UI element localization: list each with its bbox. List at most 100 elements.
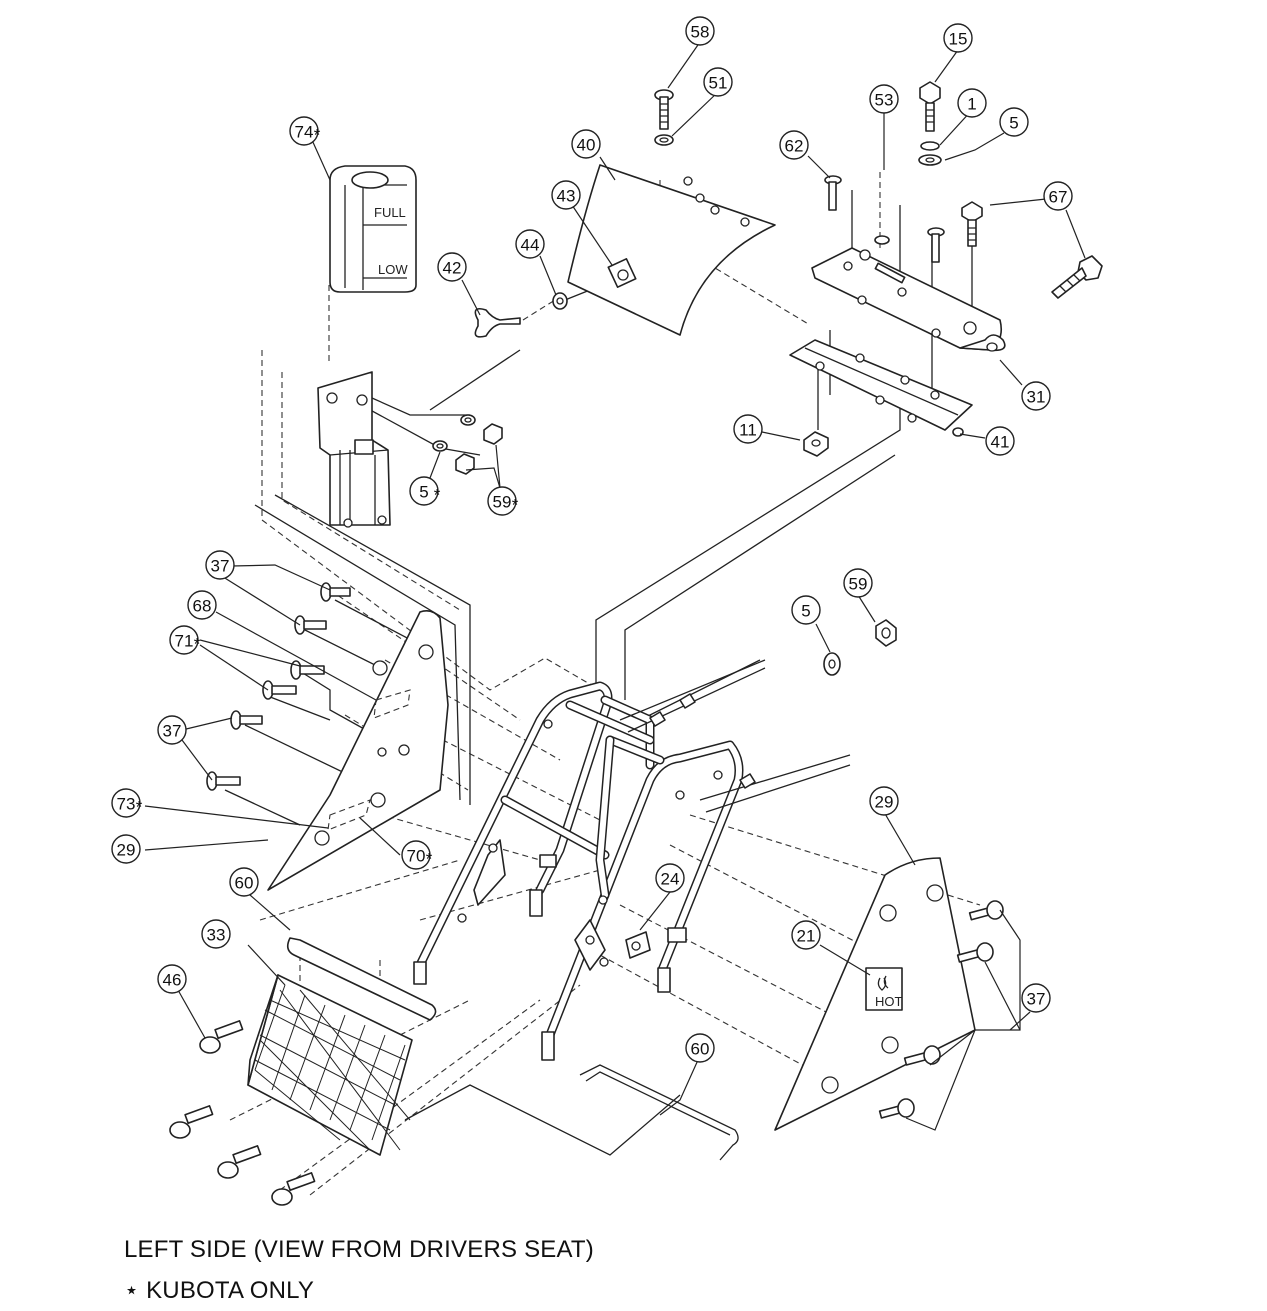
callout-circle — [111, 834, 141, 864]
callout-number: 21 — [797, 927, 816, 946]
callout-circle — [487, 486, 517, 516]
kubota-only-asterisk: * — [194, 635, 201, 654]
callout-circle — [157, 964, 187, 994]
callout-circle — [733, 414, 763, 444]
callout-number: 29 — [875, 793, 894, 812]
callout-number: 46 — [163, 971, 182, 990]
kubota-only-note: ⋆ KUBOTA ONLY — [124, 1277, 315, 1304]
callout-number: 37 — [211, 557, 230, 576]
callout-11: 11 — [733, 414, 763, 444]
callout-74: 74* — [289, 116, 321, 146]
callout-circle — [401, 840, 431, 870]
callout-circle — [869, 84, 899, 114]
callout-31: 31 — [1021, 381, 1051, 411]
callout-circle — [205, 550, 235, 580]
step-bolts — [169, 1020, 316, 1206]
callout-number: 59 — [493, 493, 512, 512]
right-panel-bolts — [878, 900, 1021, 1131]
callout-number: 60 — [691, 1040, 710, 1059]
callout-number: 51 — [709, 74, 728, 93]
callout-circle — [779, 130, 809, 160]
callout-29: 29 — [111, 834, 141, 864]
callout-58: 58 — [685, 16, 715, 46]
step-assembly — [247, 937, 437, 1156]
callout-circle — [999, 107, 1029, 137]
callout-number: 11 — [739, 421, 757, 440]
left-panel-bolts — [206, 582, 351, 791]
callout-number: 43 — [557, 187, 576, 206]
callout-circle — [1043, 181, 1073, 211]
callout-37: 37 — [157, 715, 187, 745]
callout-circle — [187, 590, 217, 620]
callout-circle — [1021, 381, 1051, 411]
right-side-panel: HOT — [774, 857, 976, 1131]
callout-number: 62 — [785, 137, 804, 156]
callout-circle — [791, 920, 821, 950]
callout-5: 5* — [409, 476, 441, 506]
callout-circle — [201, 919, 231, 949]
callout-53: 53 — [869, 84, 899, 114]
step-frame-assembly — [413, 659, 851, 1061]
callout-number: 24 — [661, 870, 680, 889]
callout-number: 5 — [801, 602, 810, 621]
callout-number: 59 — [849, 575, 868, 594]
callout-67: 67 — [1043, 181, 1073, 211]
view-caption: LEFT SIDE (VIEW FROM DRIVERS SEAT) — [124, 1236, 594, 1263]
callout-number: 31 — [1027, 388, 1046, 407]
kubota-only-asterisk: * — [512, 496, 519, 515]
callout-73: 73* — [111, 788, 143, 818]
kubota-only-asterisk: * — [314, 126, 321, 145]
callout-5: 5 — [791, 595, 821, 625]
callout-circle — [169, 625, 199, 655]
hex-nut-11 — [803, 431, 829, 457]
callout-circle — [515, 229, 545, 259]
bracket-hardware — [432, 414, 503, 475]
callout-42: 42 — [437, 252, 467, 282]
callout-number: 67 — [1049, 188, 1068, 207]
callout-circle — [703, 67, 733, 97]
callout-number: 5 — [1009, 114, 1018, 133]
callout-68: 68 — [187, 590, 217, 620]
callout-circle — [957, 88, 987, 118]
callout-number: 40 — [577, 136, 596, 155]
callout-59: 59* — [487, 486, 519, 516]
callout-51: 51 — [703, 67, 733, 97]
tank-mounting-bracket — [317, 371, 391, 528]
access-cover-panel — [567, 164, 776, 336]
callout-43: 43 — [551, 180, 581, 210]
callout-circle — [551, 180, 581, 210]
callout-24: 24 — [655, 863, 685, 893]
callout-number: 29 — [117, 841, 136, 860]
callout-number: 74 — [295, 123, 314, 142]
step-mesh — [254, 984, 411, 1151]
washer-and-nut-right — [823, 619, 897, 676]
callout-circle — [409, 476, 439, 506]
callout-circle — [437, 252, 467, 282]
callout-29: 29 — [869, 786, 899, 816]
callout-number: 53 — [875, 91, 894, 110]
callout-number: 68 — [193, 597, 212, 616]
hinge — [789, 339, 973, 437]
callout-62: 62 — [779, 130, 809, 160]
callout-44: 44 — [515, 229, 545, 259]
screw-and-washer — [654, 89, 674, 146]
callout-circle — [111, 788, 141, 818]
callout-circle — [157, 715, 187, 745]
callout-circle — [869, 786, 899, 816]
kubota-only-asterisk: * — [434, 486, 441, 505]
callout-37: 37 — [1021, 983, 1051, 1013]
callout-number: 5 — [419, 483, 428, 502]
callout-number: 58 — [691, 23, 710, 42]
callout-circle — [843, 568, 873, 598]
bent-rod — [579, 1064, 739, 1161]
callout-1: 1 — [957, 88, 987, 118]
callout-number: 42 — [443, 259, 462, 278]
callout-number: 44 — [521, 236, 540, 255]
clip-24 — [625, 931, 651, 959]
callout-number: 60 — [235, 874, 254, 893]
callout-number: 37 — [1027, 990, 1046, 1009]
hot-decal-label: HOT — [875, 994, 903, 1009]
exploded-parts-diagram: FULL LOW — [111, 16, 1103, 1206]
callout-number: 73 — [117, 795, 136, 814]
